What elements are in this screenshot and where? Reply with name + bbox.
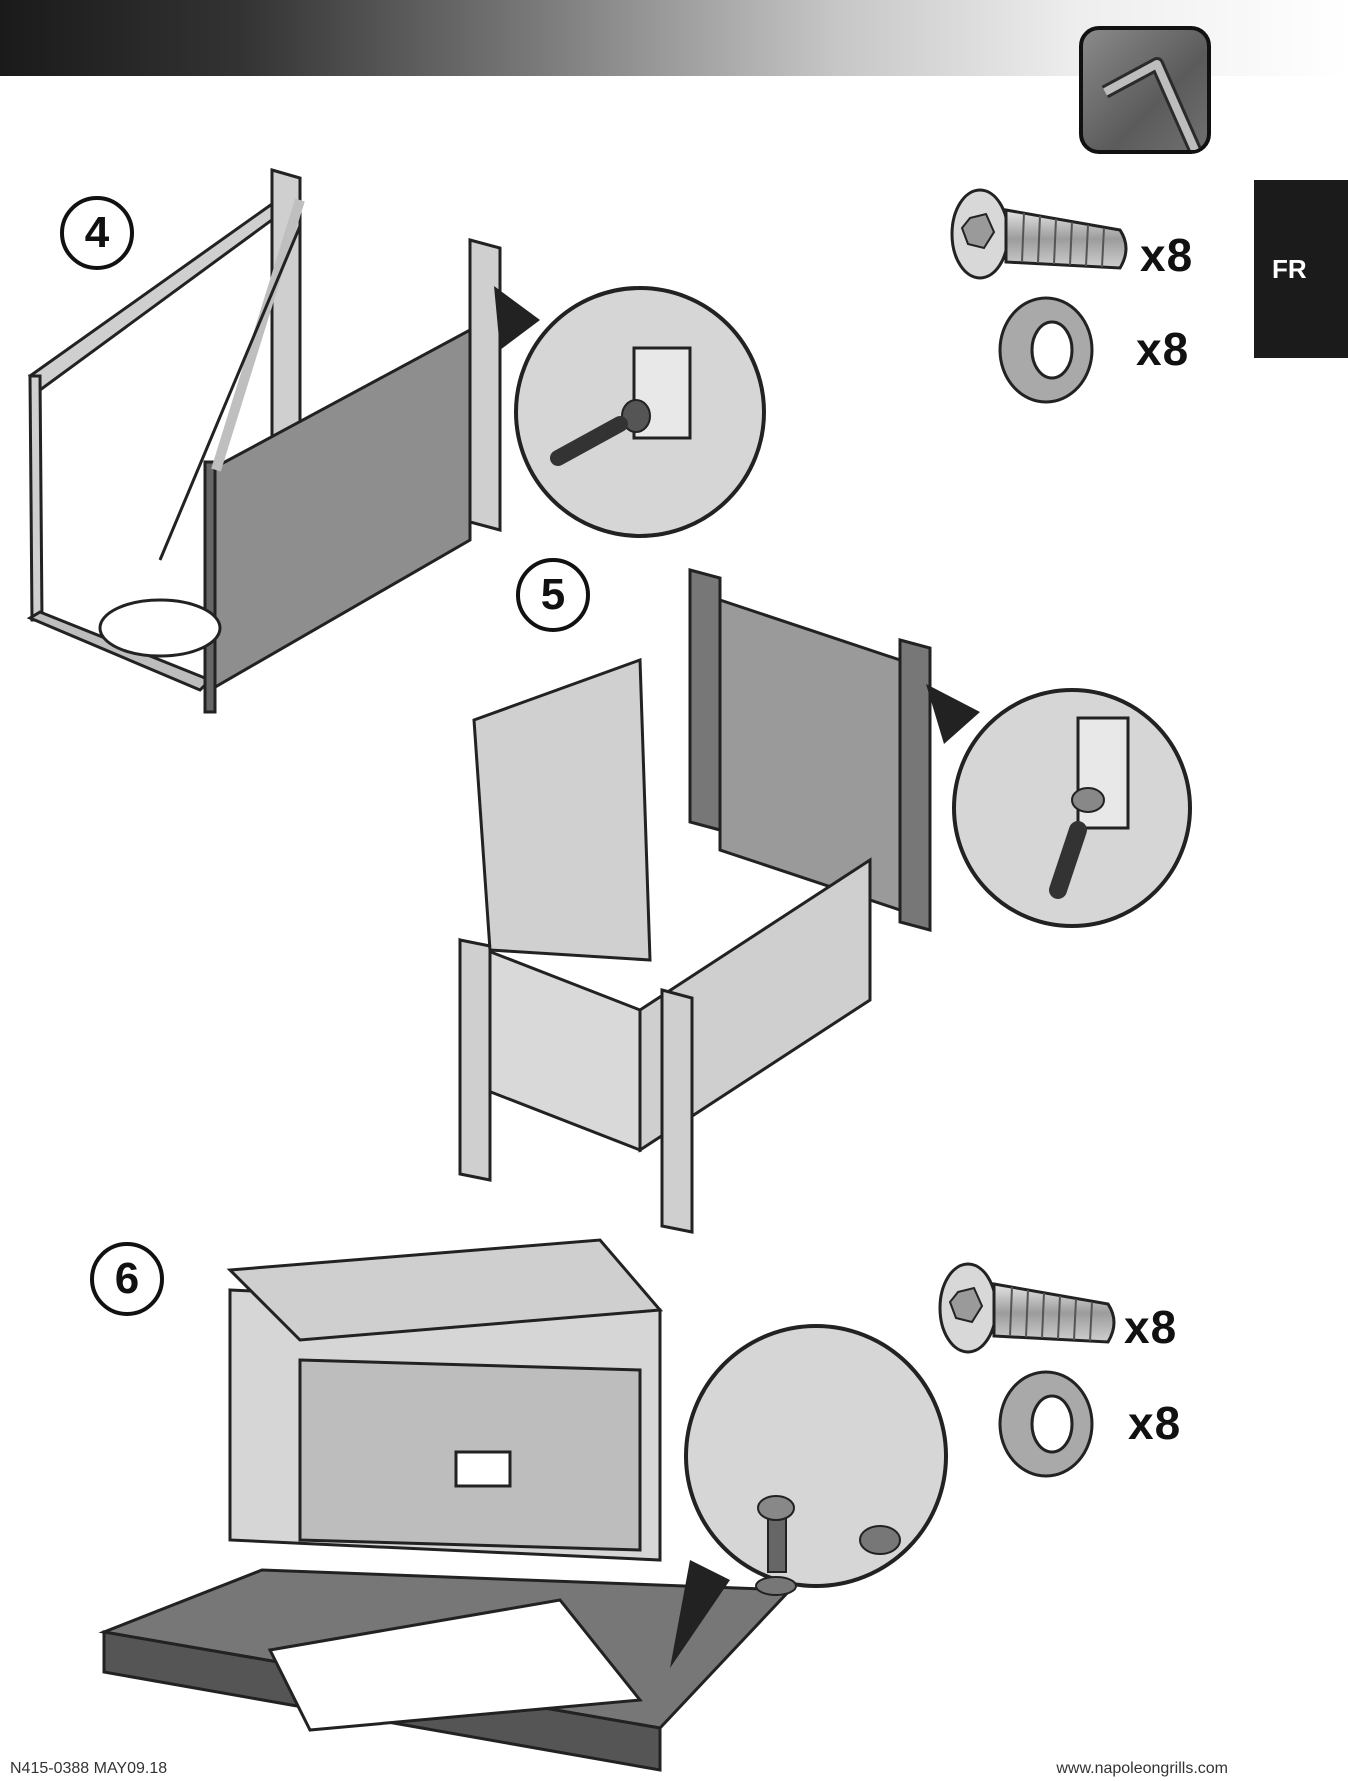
magnifier-detail-icon	[494, 286, 766, 538]
language-tab-label: FR	[1272, 254, 1307, 284]
language-tab: FR	[1254, 180, 1348, 358]
step-number-5: 5	[516, 558, 590, 632]
step4-frame-drawing	[26, 168, 502, 714]
bolt-icon	[950, 188, 1128, 280]
step5-frame-drawing	[458, 568, 932, 1234]
washer-icon	[998, 296, 1094, 404]
hex-key-icon	[1079, 26, 1211, 154]
step4-bolt-quantity: x8	[1140, 229, 1194, 281]
document-code: N415-0388 MAY09.18	[10, 1760, 168, 1777]
step-number-6: 6	[90, 1242, 164, 1316]
magnifier-detail-icon	[670, 1324, 948, 1668]
step4-washer-quantity: x8	[1136, 323, 1190, 375]
step6-washer-quantity: x8	[1128, 1397, 1182, 1449]
magnifier-detail-icon	[926, 684, 1192, 928]
step-number-4: 4	[60, 196, 134, 270]
step6-frame-drawing	[98, 1238, 794, 1772]
website-url: www.napoleongrills.com	[1056, 1760, 1228, 1777]
step6-bolt-quantity: x8	[1124, 1301, 1178, 1353]
bolt-icon	[938, 1262, 1116, 1354]
washer-icon	[998, 1370, 1094, 1478]
